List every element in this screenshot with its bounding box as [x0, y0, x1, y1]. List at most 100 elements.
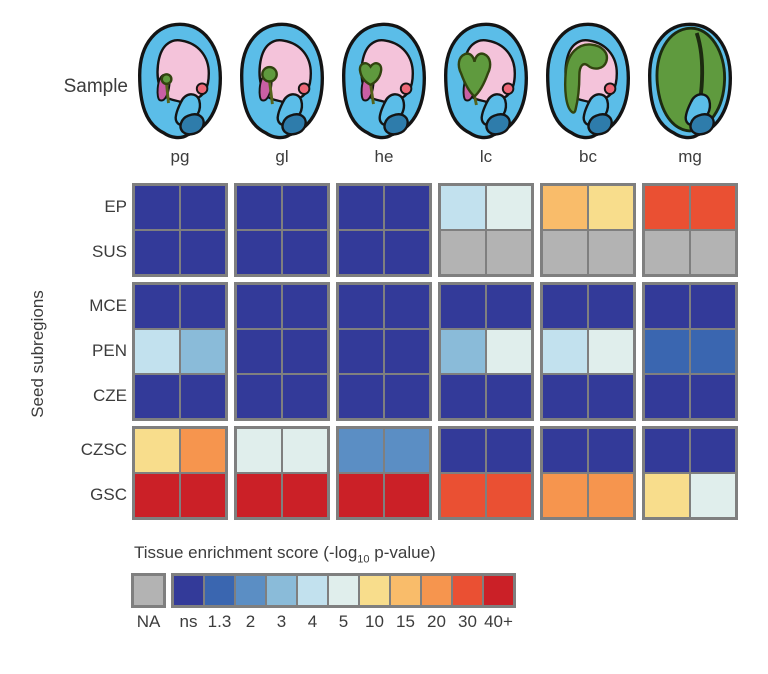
heatmap-cell-GSC-pg-r1 — [135, 474, 179, 517]
heatmap-cell-CZSC-bc-r2 — [589, 429, 633, 472]
stage-label-lc: lc — [479, 147, 493, 166]
heatmap-cell-EP-pg-r2 — [181, 186, 225, 229]
heatmap-cell-CZSC-he-r1 — [339, 429, 383, 472]
heatmap-cell-PEN-mg-r2 — [691, 330, 735, 373]
seed-icon-he — [341, 22, 427, 140]
heatmap-cell-CZE-mg-r2 — [691, 375, 735, 418]
heatmap-cell-EP-gl-r1 — [237, 186, 281, 229]
heatmap-cell-GSC-bc-r2 — [589, 474, 633, 517]
legend-swatch-20 — [422, 576, 451, 605]
heatmap-cell-GSC-pg-r2 — [181, 474, 225, 517]
row-label-CZSC: CZSC — [80, 439, 127, 459]
stage-label-gl: gl — [275, 147, 289, 166]
legend-tick-label-15: 15 — [396, 612, 415, 631]
heatmap-block-he-group1 — [336, 183, 432, 277]
heatmap-cell-SUS-pg-r2 — [181, 231, 225, 274]
legend-title-subscript: 10 — [357, 553, 370, 566]
heatmap-block-pg-group3 — [132, 426, 228, 520]
legend-tick-label-30: 30 — [458, 612, 477, 631]
heatmap-cell-EP-he-r1 — [339, 186, 383, 229]
heatmap-block-mg-group1 — [642, 183, 738, 277]
heatmap-cell-GSC-mg-r1 — [645, 474, 689, 517]
heatmap-cell-GSC-mg-r2 — [691, 474, 735, 517]
heatmap-cell-MCE-lc-r1 — [441, 285, 485, 328]
heatmap-cell-CZSC-pg-r2 — [181, 429, 225, 472]
heatmap-cell-PEN-bc-r2 — [589, 330, 633, 373]
stage-label-bc: bc — [579, 147, 597, 166]
legend-title-main: Tissue enrichment score (-log — [134, 543, 358, 562]
heatmap-cell-CZE-he-r1 — [339, 375, 383, 418]
heatmap-cell-SUS-gl-r2 — [283, 231, 327, 274]
heatmap-cell-EP-pg-r1 — [135, 186, 179, 229]
legend-title: Tissue enrichment score (-log10 p-value) — [134, 543, 436, 565]
heatmap-cell-CZE-pg-r1 — [135, 375, 179, 418]
seed-icon-mg — [647, 22, 733, 140]
heatmap-cell-EP-lc-r1 — [441, 186, 485, 229]
heatmap-cell-SUS-lc-r1 — [441, 231, 485, 274]
heatmap-cell-MCE-bc-r1 — [543, 285, 587, 328]
heatmap-cell-PEN-he-r1 — [339, 330, 383, 373]
heatmap-block-gl-group2 — [234, 282, 330, 421]
heatmap-block-he-group2 — [336, 282, 432, 421]
heatmap-cell-PEN-lc-r2 — [487, 330, 531, 373]
heatmap-cell-CZSC-he-r2 — [385, 429, 429, 472]
heatmap-cell-MCE-lc-r2 — [487, 285, 531, 328]
legend-tick-label-1.3: 1.3 — [207, 612, 232, 631]
row-label-MCE: MCE — [89, 295, 127, 315]
heatmap-cell-PEN-gl-r2 — [283, 330, 327, 373]
legend-swatch-3 — [267, 576, 296, 605]
seed-icon-gl — [239, 22, 325, 140]
stage-label-he: he — [374, 147, 394, 166]
heatmap-cell-CZSC-lc-r1 — [441, 429, 485, 472]
heatmap-block-he-group3 — [336, 426, 432, 520]
heatmap-block-bc-group3 — [540, 426, 636, 520]
heatmap-cell-MCE-bc-r2 — [589, 285, 633, 328]
legend-tick-label-ns: ns — [179, 612, 198, 631]
legend-swatch-2 — [236, 576, 265, 605]
row-label-GSC: GSC — [90, 484, 127, 504]
seed-icon-lc — [443, 22, 529, 140]
seed-illustration-gl — [234, 20, 330, 142]
heatmap-cell-GSC-bc-r1 — [543, 474, 587, 517]
heatmap-cell-CZSC-lc-r2 — [487, 429, 531, 472]
heatmap-cell-MCE-gl-r2 — [283, 285, 327, 328]
heatmap-cell-SUS-bc-r1 — [543, 231, 587, 274]
heatmap-block-lc-group2 — [438, 282, 534, 421]
heatmap-cell-CZSC-mg-r1 — [645, 429, 689, 472]
heatmap-cell-GSC-lc-r1 — [441, 474, 485, 517]
seed-illustration-lc — [438, 20, 534, 142]
row-label-EP: EP — [104, 196, 127, 216]
heatmap-cell-MCE-gl-r1 — [237, 285, 281, 328]
legend-tick-label-40+: 40+ — [484, 612, 513, 631]
seed-illustration-he — [336, 20, 432, 142]
seed-illustration-mg — [642, 20, 738, 142]
legend-title-end: p-value) — [369, 543, 436, 562]
heatmap-block-mg-group3 — [642, 426, 738, 520]
legend-swatch-40+ — [484, 576, 513, 605]
heatmap-cell-GSC-lc-r2 — [487, 474, 531, 517]
legend-tick-label-5: 5 — [338, 612, 349, 631]
heatmap-cell-EP-he-r2 — [385, 186, 429, 229]
heatmap-cell-PEN-pg-r2 — [181, 330, 225, 373]
heatmap-cell-CZSC-gl-r2 — [283, 429, 327, 472]
heatmap-cell-MCE-mg-r2 — [691, 285, 735, 328]
heatmap-cell-PEN-gl-r1 — [237, 330, 281, 373]
heatmap-block-pg-group1 — [132, 183, 228, 277]
heatmap-cell-GSC-gl-r1 — [237, 474, 281, 517]
heatmap-cell-MCE-mg-r1 — [645, 285, 689, 328]
heatmap-cell-PEN-bc-r1 — [543, 330, 587, 373]
row-label-SUS: SUS — [92, 241, 127, 261]
legend-swatch-ns — [174, 576, 203, 605]
heatmap-cell-CZE-he-r2 — [385, 375, 429, 418]
heatmap-cell-EP-mg-r2 — [691, 186, 735, 229]
heatmap-cell-CZSC-gl-r1 — [237, 429, 281, 472]
heatmap-cell-PEN-pg-r1 — [135, 330, 179, 373]
legend-swatch-4 — [298, 576, 327, 605]
heatmap-block-bc-group2 — [540, 282, 636, 421]
stage-label-pg: pg — [170, 147, 190, 166]
legend-tick-label-4: 4 — [307, 612, 318, 631]
heatmap-cell-GSC-he-r2 — [385, 474, 429, 517]
heatmap-cell-SUS-lc-r2 — [487, 231, 531, 274]
heatmap-cell-CZSC-bc-r1 — [543, 429, 587, 472]
